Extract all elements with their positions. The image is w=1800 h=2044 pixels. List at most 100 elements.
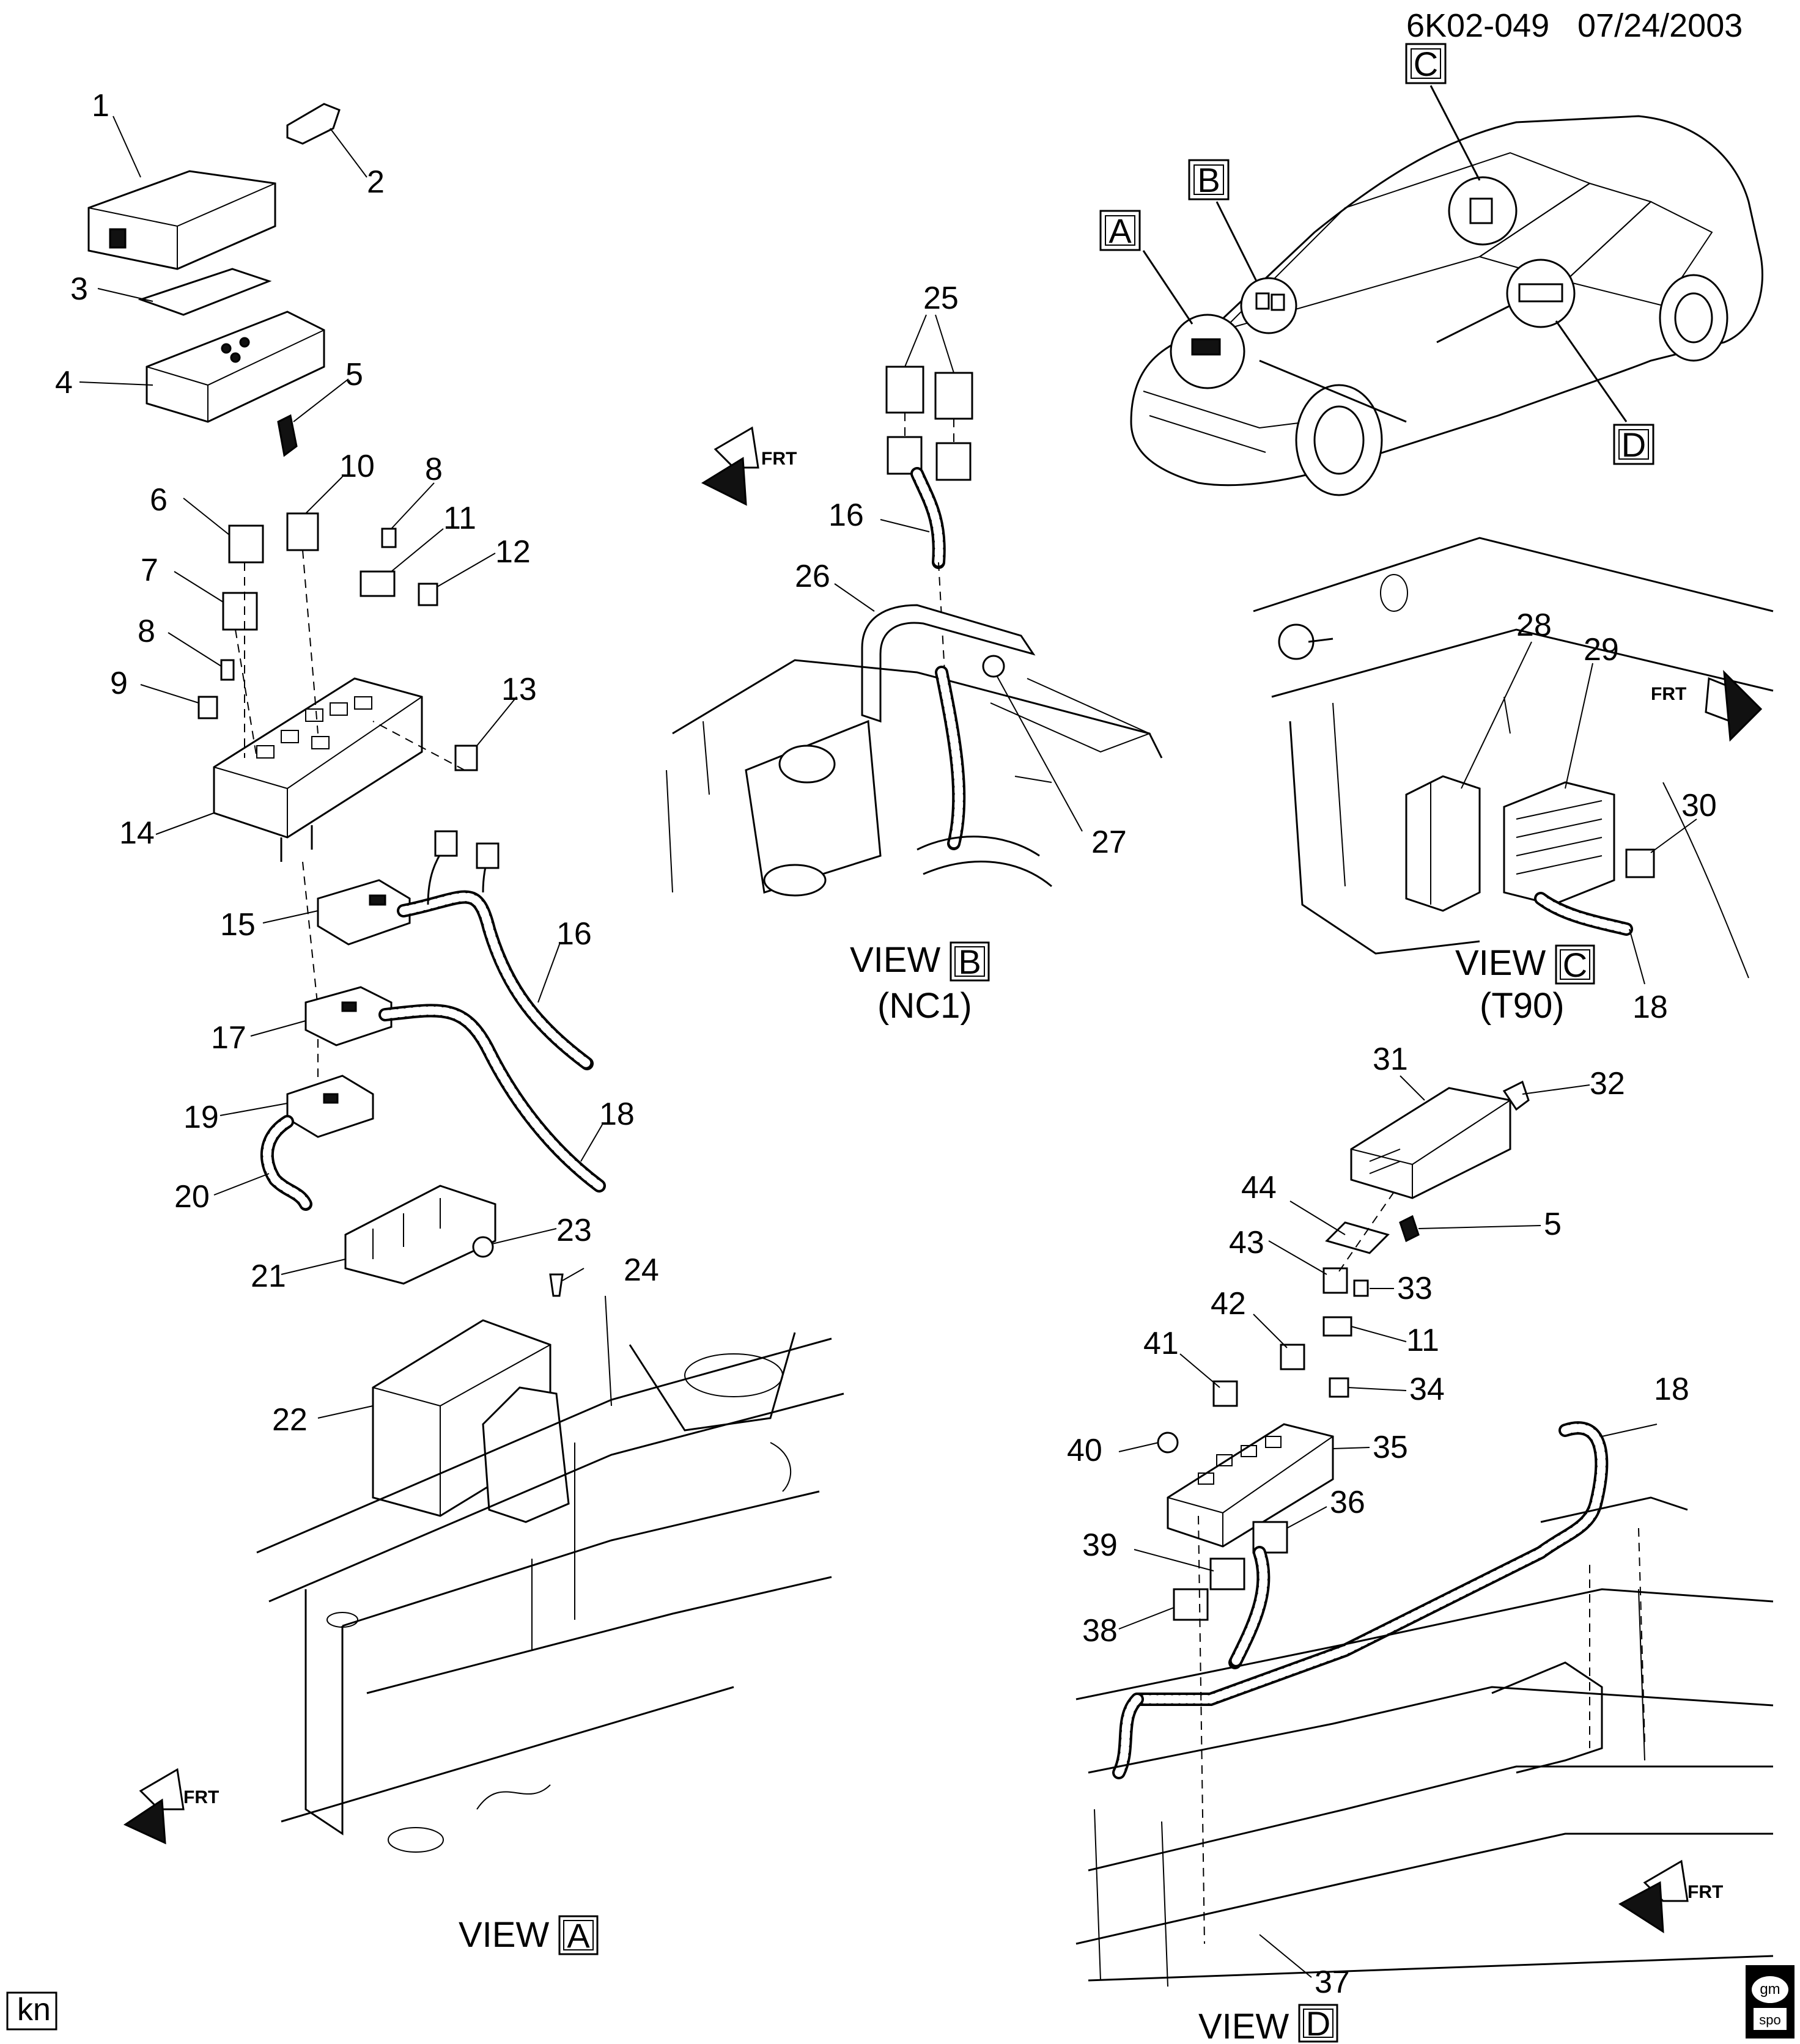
callout-14: 14 — [119, 815, 155, 851]
relay-part-13 — [454, 744, 478, 771]
svg-text:gm: gm — [1760, 1981, 1780, 1998]
svg-text:VIEW: VIEW — [1455, 943, 1546, 983]
callout-5-view-a: 5 — [345, 357, 363, 392]
svg-text:spo: spo — [1759, 2012, 1780, 2027]
callout-19: 19 — [183, 1100, 219, 1135]
nut-part-40 — [1157, 1432, 1179, 1454]
retainer-part-5-view-d — [1399, 1215, 1420, 1243]
module-part-29 — [1503, 781, 1615, 906]
relay-part-25-right — [934, 372, 973, 420]
callout-39: 39 — [1082, 1527, 1118, 1563]
svg-text:(T90): (T90) — [1480, 986, 1565, 1026]
callout-29: 29 — [1584, 632, 1619, 667]
callout-16-view-b: 16 — [828, 498, 864, 533]
callout-35: 35 — [1373, 1430, 1408, 1465]
callout-3: 3 — [70, 271, 88, 307]
callout-8-upper: 8 — [425, 452, 443, 487]
callout-11-view-a: 11 — [443, 501, 476, 536]
fuse-block-cover — [87, 170, 276, 270]
view-b-label: VIEW B (NC1) — [850, 940, 990, 1026]
fuse-part-11-view-d — [1322, 1316, 1352, 1337]
callout-1: 1 — [92, 88, 109, 123]
view-a-label: VIEW A — [459, 1915, 599, 1955]
fuse-block-part-14 — [213, 677, 423, 862]
view-c-group: FRT 28 29 30 18 VIEW C (T90) — [1253, 537, 1774, 1026]
front-arrow-view-d: FRT — [1618, 1859, 1723, 1933]
svg-text:VIEW: VIEW — [850, 940, 940, 980]
callout-32: 32 — [1590, 1066, 1625, 1101]
harness-part-18-view-d — [1131, 1421, 1609, 1706]
callout-17: 17 — [211, 1020, 246, 1056]
callout-28: 28 — [1516, 608, 1552, 643]
fuse-block-plate — [146, 311, 325, 423]
callout-25: 25 — [923, 281, 959, 316]
relay-part-25-left — [885, 366, 924, 414]
callout-11-view-d: 11 — [1406, 1323, 1439, 1358]
gasket-part-3 — [138, 268, 272, 316]
callout-10: 10 — [339, 449, 375, 484]
relay-part-30 — [1625, 848, 1655, 878]
bracket-part-26 — [861, 604, 1036, 723]
connector-part-38 — [1173, 1588, 1209, 1621]
callout-16-view-a: 16 — [556, 916, 592, 952]
callout-5-view-d: 5 — [1544, 1207, 1562, 1242]
callout-22: 22 — [272, 1402, 308, 1438]
clip-part-32 — [1502, 1080, 1530, 1111]
callout-43: 43 — [1229, 1225, 1264, 1260]
callout-34: 34 — [1409, 1372, 1445, 1407]
connector-part-36 — [1252, 1521, 1288, 1554]
svg-text:D: D — [1306, 2004, 1330, 2043]
callout-4: 4 — [55, 365, 73, 400]
callout-9: 9 — [110, 666, 128, 701]
fuse-part-11 — [360, 570, 396, 597]
tray-part-22 — [372, 1319, 570, 1523]
gm-spo-logo: gm spo — [1746, 1965, 1794, 2038]
callout-18-view-d: 18 — [1654, 1372, 1689, 1407]
callout-37: 37 — [1315, 1965, 1350, 2000]
callout-13: 13 — [501, 672, 537, 707]
svg-text:A: A — [1108, 211, 1132, 250]
grommet-part-27 — [982, 655, 1005, 678]
floor-structure-view-d — [1075, 1588, 1774, 1987]
callout-38: 38 — [1082, 1613, 1118, 1649]
callout-40: 40 — [1067, 1433, 1102, 1468]
callout-21: 21 — [251, 1259, 286, 1294]
svg-text:FRT: FRT — [1651, 684, 1686, 704]
callout-30: 30 — [1681, 788, 1717, 823]
view-marker-c: C — [1405, 43, 1481, 181]
view-d-label: VIEW D — [1198, 2004, 1338, 2044]
clip-part-2 — [286, 103, 341, 145]
fuse-part-34 — [1329, 1377, 1349, 1398]
view-marker-d: D — [1555, 320, 1654, 465]
fuse-part-12 — [418, 583, 438, 606]
callout-24: 24 — [624, 1252, 659, 1288]
fuse-part-8-lower — [220, 659, 235, 681]
svg-text:C: C — [1563, 946, 1587, 984]
relay-part-10 — [286, 512, 319, 551]
engine-bay-view-b — [666, 659, 1163, 897]
vehicle-overview: A B C D — [1099, 43, 1763, 496]
svg-text:FRT: FRT — [761, 449, 797, 469]
svg-text:A: A — [567, 1916, 590, 1955]
svg-text:(NC1): (NC1) — [877, 986, 972, 1026]
connector-part-39 — [1209, 1557, 1245, 1590]
fuse-block-part-35 — [1167, 1423, 1334, 1548]
relay-part-9 — [197, 696, 218, 719]
view-marker-b: B — [1188, 159, 1258, 282]
callout-18-view-c: 18 — [1632, 990, 1668, 1025]
body-structure-view-a — [256, 1295, 844, 1853]
view-d-group: FRT 31 32 44 5 43 33 42 11 41 34 40 35 1… — [1067, 1042, 1774, 2044]
svg-text:C: C — [1414, 45, 1438, 83]
callout-23: 23 — [556, 1213, 592, 1248]
svg-text:FRT: FRT — [1688, 1882, 1723, 1902]
callout-44: 44 — [1241, 1170, 1277, 1205]
svg-text:VIEW: VIEW — [1198, 2007, 1289, 2044]
callout-7: 7 — [141, 553, 158, 588]
callout-20: 20 — [174, 1179, 210, 1215]
fuse-part-33 — [1353, 1279, 1369, 1297]
view-a-group: FRT 1 2 3 4 5 6 10 8 11 — [55, 88, 844, 1955]
cover-part-31 — [1350, 1087, 1511, 1199]
front-arrow-view-c: FRT — [1651, 670, 1763, 742]
svg-text:B: B — [1197, 161, 1220, 199]
